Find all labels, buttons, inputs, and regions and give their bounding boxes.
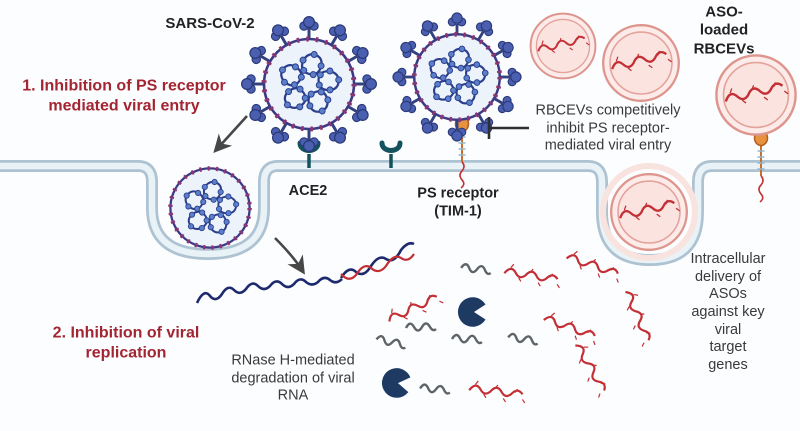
ps-receptor-label: PS receptor (TIM-1) xyxy=(417,185,499,219)
inhibition-bar-icon xyxy=(487,117,529,139)
aso-rbcevs-label: ASO-loaded RBCEVs xyxy=(693,3,755,58)
endocytosed-rbcev-icon xyxy=(600,163,698,261)
rnase-h-enzyme-icon xyxy=(380,297,486,400)
endocytosed-virion-icon xyxy=(170,168,249,247)
curved-arrow-release-icon xyxy=(274,237,305,275)
virus-name-label: SARS-CoV-2 xyxy=(165,14,255,32)
curved-arrow-entry-icon xyxy=(213,115,248,154)
viral-rna-strand-icon xyxy=(195,241,415,304)
aso-strand-icon xyxy=(384,247,655,407)
sars-cov-2-virion-icon xyxy=(242,17,377,152)
step2-heading: 2. Inhibition of viral replication xyxy=(52,324,200,361)
aso-loaded-rbcev-icon xyxy=(603,25,679,101)
ace2-label: ACE2 xyxy=(288,183,328,200)
rnase-annotation: RNase H-mediated degradation of viral RN… xyxy=(231,352,355,404)
aso-loaded-rbcev-bound-icon xyxy=(716,55,795,134)
hybridized-aso-icon xyxy=(340,253,415,280)
intracellular-annotation: Intracellular delivery of ASOs against k… xyxy=(690,251,766,374)
rbcev-inhibition-annotation: RBCEVs competitively inhibit PS receptor… xyxy=(535,102,681,154)
aso-loaded-rbcev-icon xyxy=(531,14,596,79)
step1-heading: 1. Inhibition of PS receptor mediated vi… xyxy=(22,77,226,114)
sars-cov-2-virion-bound-icon xyxy=(393,13,521,141)
cell-membrane xyxy=(0,160,800,267)
